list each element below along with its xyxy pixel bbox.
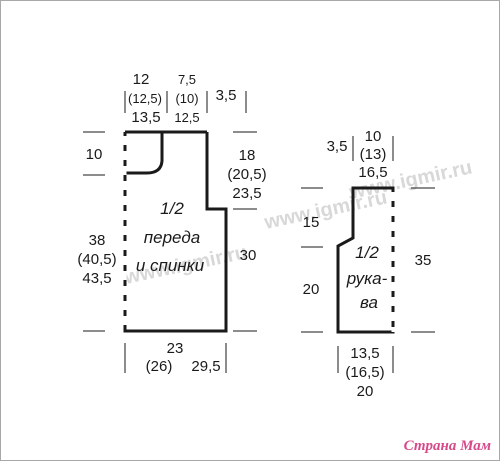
neck-depth-value: 10	[86, 146, 103, 163]
sleeve-bottom-width-value-2: (16,5)	[345, 364, 384, 381]
sleeve-bottom-ticks	[337, 346, 394, 373]
sleeve-top-width-value-1: 10	[365, 128, 382, 145]
body-height-value-2: (40,5)	[77, 251, 116, 268]
bottom-width-value-2: (26)	[146, 358, 173, 375]
sleeve-top-width-value-2: (13)	[360, 146, 387, 163]
top-width-value-2: (12,5)	[128, 91, 162, 106]
sleeve-label-line1: 1/2	[355, 243, 379, 262]
sleeve-top-width-value-3: 16,5	[358, 164, 387, 181]
sleeve-bottom-width-value-3: 20	[357, 383, 374, 400]
shoulder-right-value: 3,5	[216, 87, 237, 104]
body-height-value-1: 38	[89, 232, 106, 249]
armhole-height-value-2: (20,5)	[227, 166, 266, 183]
left-ticks	[83, 131, 105, 332]
body-height-value-3: 43,5	[82, 270, 111, 287]
front-back-outline	[123, 132, 228, 333]
sleeve-total-height-value: 35	[415, 252, 432, 269]
sleeve-left-ticks	[301, 187, 323, 333]
sleeve-cap-left-value: 3,5	[327, 138, 348, 155]
sleeve-bottom-width-value-1: 13,5	[350, 345, 379, 362]
top-ticks	[124, 91, 247, 113]
armhole-height-value-1: 18	[239, 147, 256, 164]
front-back-piece	[123, 130, 228, 333]
site-logo: Страна Мам	[404, 438, 491, 454]
sleeve-outline	[336, 186, 395, 334]
neck-width-value-1: 7,5	[178, 72, 196, 87]
bottom-ticks	[124, 343, 227, 373]
sleeve-lower-height-value: 20	[303, 281, 320, 298]
neck-width-value-3: 12,5	[174, 110, 199, 125]
top-width-value-1: 12	[133, 71, 150, 88]
sleeve-top-ticks	[352, 136, 394, 161]
right-ticks	[233, 131, 257, 332]
sleeve-upper-height-value: 15	[303, 214, 320, 231]
front-back-label-line1: 1/2	[160, 199, 184, 218]
sleeve-label-line2: рука-	[346, 269, 388, 288]
armhole-height-value-3: 23,5	[232, 185, 261, 202]
bottom-width-value-1: 23	[167, 340, 184, 357]
top-width-value-3: 13,5	[131, 109, 160, 126]
sleeve-label-line3: ва	[360, 293, 378, 312]
neckline-curve	[126, 132, 164, 175]
front-back-label-line3: и спинки	[136, 256, 205, 275]
sleeve-right-ticks	[411, 187, 435, 333]
neck-width-value-2: (10)	[175, 91, 198, 106]
bottom-width-value-3: 29,5	[191, 358, 220, 375]
front-back-label-line2: переда	[144, 228, 200, 247]
side-height-value: 30	[240, 247, 257, 264]
sleeve-piece	[336, 186, 395, 334]
